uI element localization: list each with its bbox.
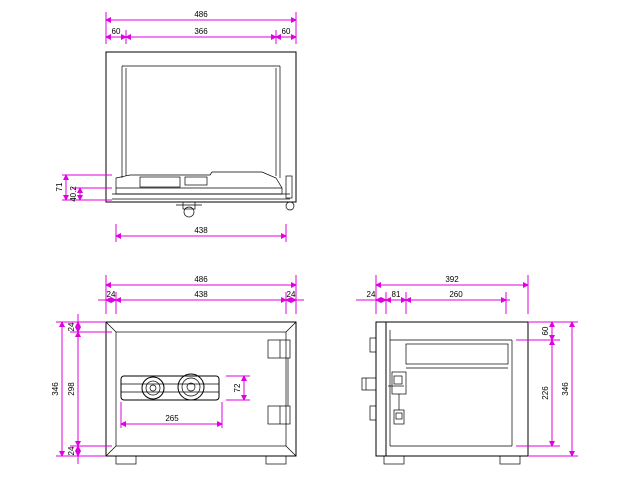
side-height-dimensions: 60 226 346 — [516, 321, 578, 457]
front-right-foot — [265, 455, 287, 465]
front-height-dimensions: 346 24 298 24 — [51, 314, 112, 464]
side-overall-height-label: 346 — [561, 382, 570, 396]
top-view-outline — [105, 51, 297, 203]
top-base-width-label: 438 — [194, 226, 208, 235]
top-right-offset-label: 60 — [282, 27, 291, 36]
front-dial-handle-assembly — [120, 373, 220, 401]
side-top-offset-label: 60 — [541, 326, 550, 335]
side-lock-mechanism — [388, 371, 407, 425]
front-view: 486 24 438 24 — [51, 275, 304, 465]
front-inner-width-label: 438 — [194, 290, 208, 299]
top-base-height-label: 71 — [55, 182, 64, 191]
front-safe-body — [105, 321, 297, 465]
side-overall-depth-dimension: 392 — [375, 275, 529, 314]
front-segment-dimensions: 24 438 24 — [98, 290, 304, 314]
side-view: 392 24 81 260 — [356, 275, 578, 465]
side-door-to-interior-label: 81 — [392, 290, 401, 299]
side-rear-foot — [499, 455, 521, 465]
front-top-hinge — [267, 339, 291, 359]
top-view: 486 60 366 60 — [55, 10, 297, 242]
front-dial-span-label: 265 — [165, 414, 179, 423]
front-dial-height-dimension: 72 — [226, 375, 250, 401]
front-overall-height-label: 346 — [51, 382, 60, 396]
side-interior-depth-label: 260 — [449, 290, 463, 299]
side-segment-dimensions: 24 81 260 — [356, 290, 510, 314]
side-front-foot — [383, 455, 405, 465]
side-door-thickness-label: 24 — [367, 290, 376, 299]
top-left-offset-label: 60 — [112, 27, 121, 36]
top-view-mechanism — [112, 171, 295, 218]
front-bottom-hinge — [267, 405, 291, 425]
front-dial-height-label: 72 — [233, 383, 242, 392]
top-inner-width-label: 366 — [194, 27, 208, 36]
front-right-wall-label: 24 — [287, 290, 296, 299]
side-interior-height-label: 226 — [541, 386, 550, 400]
top-overall-width-label: 486 — [194, 10, 208, 19]
front-bottom-wall-label: 24 — [67, 446, 76, 455]
top-foot-height-label: 40.2 — [69, 186, 78, 202]
side-handle — [361, 337, 377, 421]
top-base-width-dimension: 438 — [115, 224, 287, 242]
side-safe-body — [361, 321, 529, 465]
top-height-dimensions: 71 40.2 — [55, 174, 112, 202]
front-overall-width-dimension: 486 — [105, 275, 297, 314]
top-segment-dimensions: 60 366 60 — [105, 27, 297, 44]
side-drawer — [405, 343, 509, 365]
front-inner-height-label: 298 — [67, 382, 76, 396]
front-left-wall-label: 24 — [107, 290, 116, 299]
front-overall-width-label: 486 — [194, 275, 208, 284]
front-top-wall-label: 24 — [67, 322, 76, 331]
side-overall-depth-label: 392 — [445, 275, 459, 284]
front-left-foot — [115, 455, 137, 465]
front-dial-span-dimension: 265 — [120, 402, 223, 428]
